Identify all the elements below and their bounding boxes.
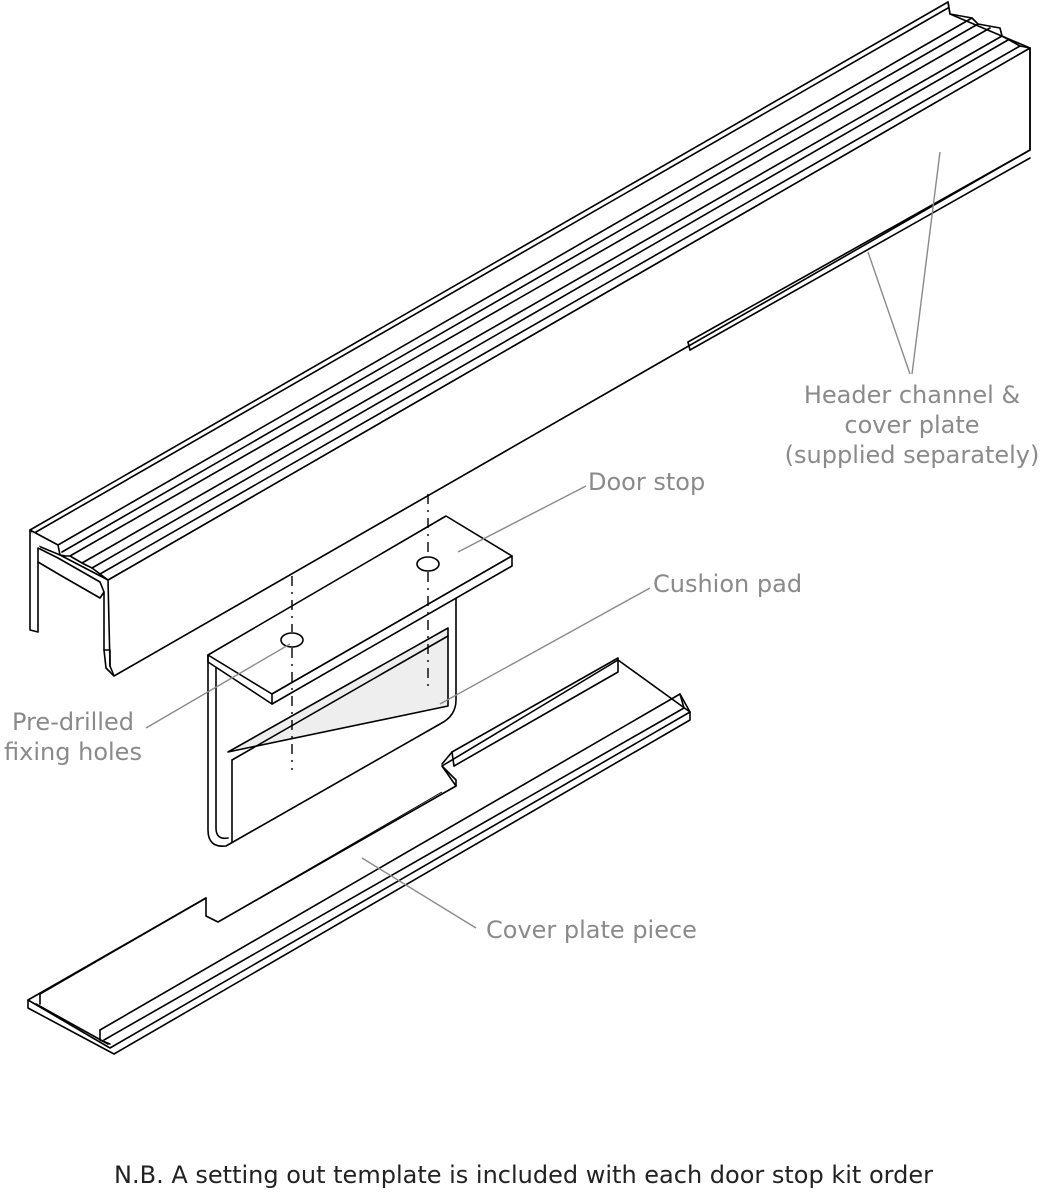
- label-fixing-holes-line2: fixing holes: [4, 738, 142, 766]
- footnote: N.B. A setting out template is included …: [114, 1161, 933, 1189]
- leader-lines: [145, 151, 941, 929]
- label-cushion-pad: Cushion pad: [653, 570, 803, 598]
- label-header-channel: Header channel & cover plate (supplied s…: [776, 380, 1047, 470]
- label-header-channel-line1: Header channel &: [803, 381, 1021, 409]
- header-channel: [29, 1, 1031, 677]
- cushion-pad: [227, 627, 449, 843]
- label-header-channel-line3: (supplied separately): [784, 441, 1040, 469]
- fixing-hole-front: [280, 632, 304, 648]
- cover-plate-piece: [27, 657, 691, 1055]
- label-door-stop: Door stop: [588, 468, 706, 496]
- label-fixing-holes-line1: Pre-drilled: [12, 708, 134, 736]
- label-cover-plate-piece: Cover plate piece: [486, 916, 697, 944]
- label-header-channel-line2: cover plate: [844, 411, 980, 439]
- fixing-hole-back: [416, 556, 440, 572]
- label-fixing-holes: Pre-drilled fixing holes: [0, 707, 146, 767]
